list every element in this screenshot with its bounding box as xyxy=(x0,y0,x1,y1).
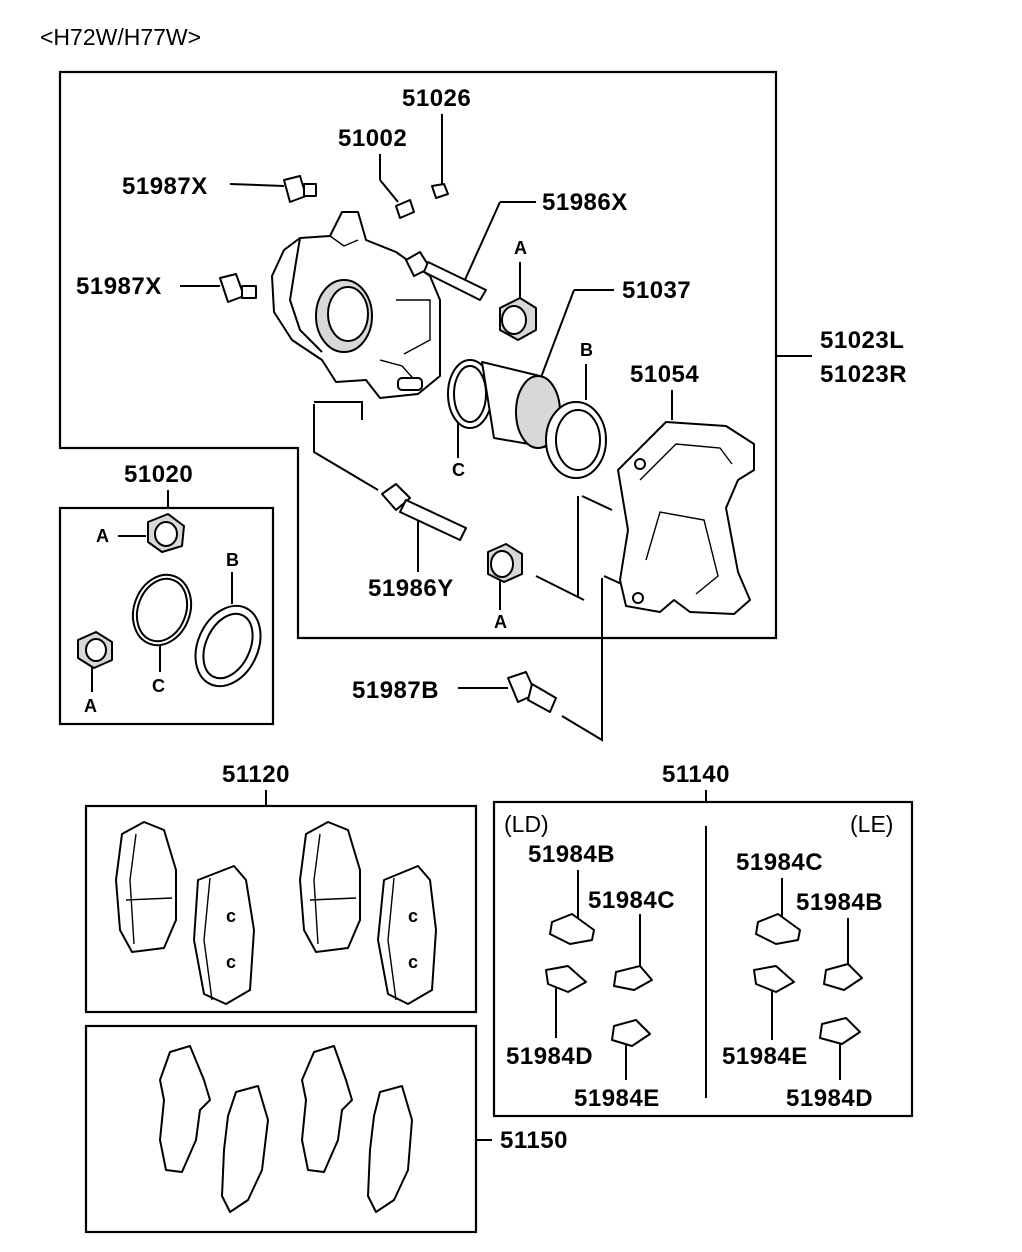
label-51002: 51002 xyxy=(338,125,407,152)
svg-text:c: c xyxy=(408,952,418,972)
letter-a-lower: A xyxy=(494,612,507,632)
label-51120: 51120 xyxy=(222,761,290,788)
label-ld-51984d: 51984D xyxy=(506,1043,593,1070)
letter-c-upper: C xyxy=(452,460,465,480)
label-le-51984b: 51984B xyxy=(796,889,883,916)
label-ld-51984c: 51984C xyxy=(588,887,675,914)
label-ld-51984b: 51984B xyxy=(528,841,615,868)
boot-a-lower-drawing xyxy=(487,543,523,583)
model-label: <H72W/H77W> xyxy=(40,24,201,50)
label-le: (LE) xyxy=(850,811,893,837)
boot-a-upper-drawing xyxy=(499,297,537,341)
support-bracket-drawing xyxy=(617,421,755,615)
svg-text:c: c xyxy=(226,952,236,972)
bolt-51987x-mid-drawing xyxy=(219,273,257,303)
shims-drawing xyxy=(159,1045,413,1213)
bolt-51987x-top-drawing xyxy=(283,175,317,203)
letter-a-upper: A xyxy=(514,238,527,258)
svg-text:c: c xyxy=(226,906,236,926)
label-51023r: 51023R xyxy=(820,361,907,388)
label-le-51984c: 51984C xyxy=(736,849,823,876)
bolt-51987b-drawing xyxy=(507,671,557,713)
shim-set-frame xyxy=(84,1024,478,1234)
label-51054: 51054 xyxy=(630,361,699,388)
guide-pin-51986x-drawing xyxy=(405,251,487,301)
pad-set-frame xyxy=(84,804,478,1014)
clip-set-frame xyxy=(492,800,914,1118)
label-51150: 51150 xyxy=(500,1127,568,1154)
label-51986x: 51986X xyxy=(542,189,628,216)
leader-lines xyxy=(91,114,849,1141)
letter-kit-a2: A xyxy=(84,696,97,716)
label-51026: 51026 xyxy=(402,85,471,112)
label-51023l: 51023L xyxy=(820,327,904,354)
letter-b-upper: B xyxy=(580,340,593,360)
label-51140: 51140 xyxy=(662,761,730,788)
brake-pads-drawing: c c c c xyxy=(115,821,437,1005)
label-51986y: 51986Y xyxy=(368,575,454,602)
bleeder-screw-drawing xyxy=(395,183,449,219)
svg-text:c: c xyxy=(408,906,418,926)
label-le-51984e: 51984E xyxy=(722,1043,808,1070)
label-ld-51984e: 51984E xyxy=(574,1085,660,1112)
seal-kit-frame xyxy=(58,506,275,726)
label-51020: 51020 xyxy=(124,461,193,488)
letter-kit-b: B xyxy=(226,550,239,570)
pad-clips-drawing xyxy=(545,913,863,1047)
piston-drawing xyxy=(447,359,607,479)
label-51987x-top: 51987X xyxy=(122,173,208,200)
letter-kit-c: C xyxy=(152,676,165,696)
label-51037: 51037 xyxy=(622,277,691,304)
letter-kit-a1: A xyxy=(96,526,109,546)
label-ld: (LD) xyxy=(504,811,549,837)
guide-pin-51986y-drawing xyxy=(381,483,467,541)
label-51987b: 51987B xyxy=(352,677,439,704)
label-le-51984d: 51984D xyxy=(786,1085,873,1112)
label-51987x-mid: 51987X xyxy=(76,273,162,300)
caliper-body-drawing xyxy=(271,211,441,399)
seal-kit-parts-drawing xyxy=(77,513,262,688)
caliper-assembly-frame xyxy=(58,70,778,640)
